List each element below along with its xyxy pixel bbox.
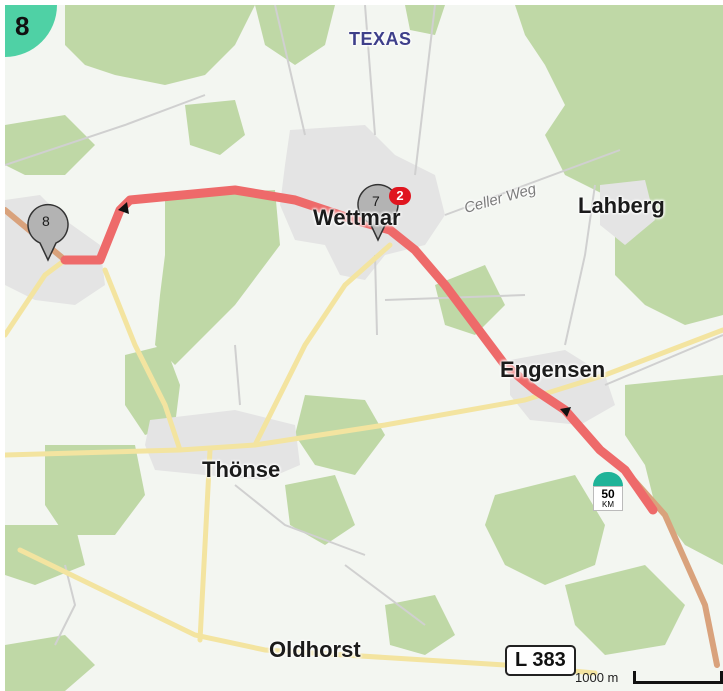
place-label-oldhorst: Oldhorst: [269, 637, 361, 662]
speed-limit-value: 50: [601, 487, 615, 501]
place-label-lahberg: Lahberg: [578, 193, 665, 218]
place-label-wettmar: Wettmar: [313, 205, 401, 230]
map-graphics: [5, 5, 723, 691]
waypoint-number: 7: [372, 193, 380, 209]
waypoint-number: 8: [42, 213, 50, 229]
speed-limit-unit: KM: [602, 500, 614, 509]
place-label-thoense: Thönse: [202, 457, 281, 482]
speed-sign-dome: [593, 472, 623, 486]
scale-bar: [633, 671, 723, 684]
waypoint-pin-center[interactable]: [357, 183, 399, 242]
step-badge-number: 8: [15, 11, 30, 41]
scale-label: 1000 m: [575, 670, 619, 685]
direction-arrow-icon: [560, 407, 571, 417]
direction-arrow-icon: [118, 202, 129, 214]
place-label-engensen: Engensen: [500, 357, 606, 382]
place-label-texas: TEXAS: [349, 29, 412, 49]
road-shield: L 383: [505, 645, 576, 676]
waypoint-pin-left[interactable]: [27, 203, 69, 262]
forest-areas: [5, 5, 723, 691]
route-line: [60, 185, 658, 515]
speed-limit-sign: 50 KM: [593, 472, 623, 511]
map-canvas[interactable]: 8 7 2 TEXAS Wettmar Lahberg Engensen Thö…: [5, 5, 723, 691]
notification-badge: 2: [389, 187, 411, 205]
